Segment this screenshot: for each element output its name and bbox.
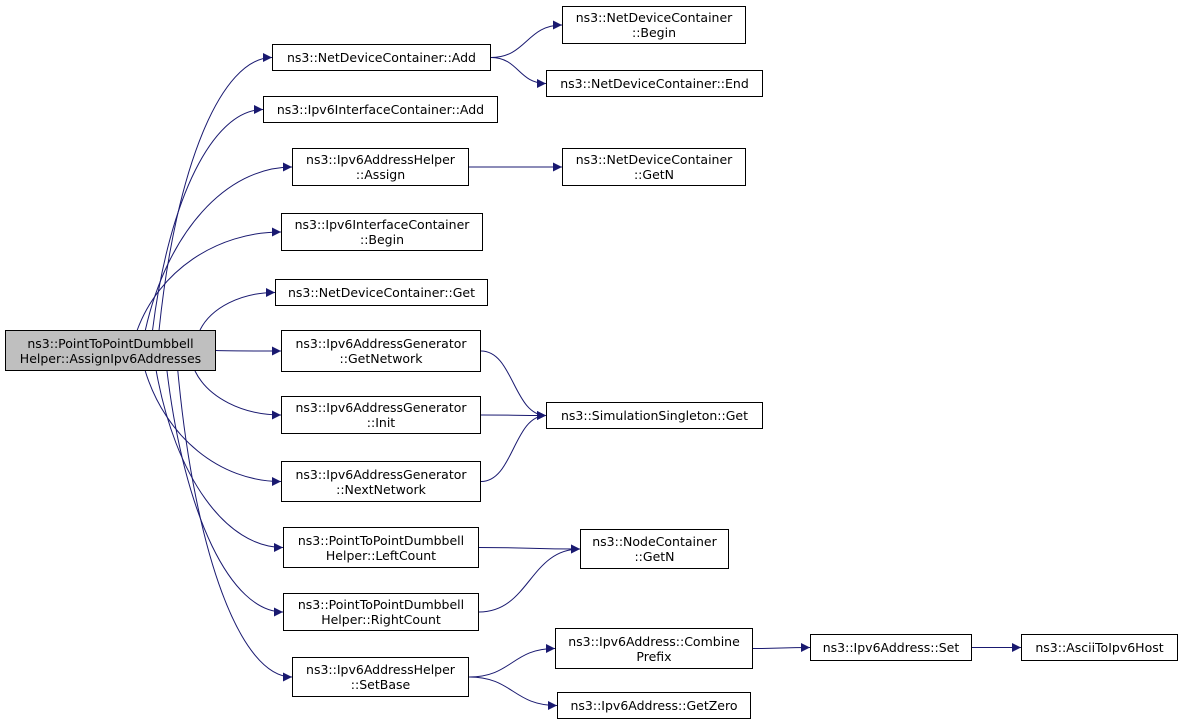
node-label-line: ns3::NodeContainer <box>592 534 717 549</box>
node-label-line: ns3::NetDeviceContainer <box>575 152 733 167</box>
node-label-line: ns3::Ipv6Address::Combine <box>568 633 740 649</box>
node-iag-getnetwork[interactable]: ns3::Ipv6AddressGenerator::GetNetwork <box>281 330 481 372</box>
node-iag-next[interactable]: ns3::Ipv6AddressGenerator::NextNetwork <box>281 461 481 502</box>
node-iah-setbase[interactable]: ns3::Ipv6AddressHelper::SetBase <box>292 657 469 697</box>
node-label-line: ::SetBase <box>350 677 411 692</box>
node-iag-init[interactable]: ns3::Ipv6AddressGenerator::Init <box>281 396 481 434</box>
node-label-line: ns3::AsciiToIpv6Host <box>1035 640 1164 655</box>
node-label-line: ns3::Ipv6AddressGenerator <box>295 466 467 482</box>
edge-root-to-ndc_add <box>158 53 273 331</box>
edge-root-to-iic_begin <box>136 227 282 331</box>
edge-iag_next-to-sim_get <box>480 411 547 482</box>
node-label-line: ns3::Ipv6InterfaceContainer <box>294 217 470 232</box>
node-label-line: ns3::Ipv6AddressGenerator <box>295 400 467 415</box>
node-label-line: ::Assign <box>355 167 406 182</box>
edge-left-to-nc_getn <box>478 544 581 554</box>
edge-root-to-iag_next <box>144 370 282 486</box>
node-nc-getn[interactable]: ns3::NodeContainer::GetN <box>580 529 729 569</box>
node-label-line: Prefix <box>636 648 672 664</box>
node-label-line: Helper::RightCount <box>321 612 441 627</box>
node-ndc-end[interactable]: ns3::NetDeviceContainer::End <box>546 70 763 97</box>
node-iah-assign[interactable]: ns3::Ipv6AddressHelper::Assign <box>292 148 469 186</box>
node-ndc-get[interactable]: ns3::NetDeviceContainer::Get <box>275 279 488 306</box>
node-label-line: ::GetN <box>633 167 675 182</box>
node-label-line: ::Begin <box>359 232 405 247</box>
edge-root-to-left <box>155 370 284 552</box>
edge-ndc_add-to-ndc_end <box>490 57 547 88</box>
node-label-line: ::NextNetwork <box>336 481 426 497</box>
node-label-line: Helper::AssignIpv6Addresses <box>19 350 202 366</box>
node-label-line: ns3::Ipv6Address::GetZero <box>570 698 738 713</box>
edge-root-to-right <box>166 370 284 617</box>
node-label-line: ::Begin <box>631 25 677 40</box>
node-label-line: ::GetN <box>634 549 675 564</box>
node-ndc-begin[interactable]: ns3::NetDeviceContainer::Begin <box>562 6 746 44</box>
edge-iag_getnetwork-to-sim_get <box>480 350 547 420</box>
edge-root-to-ndc_get <box>199 288 276 331</box>
node-label-line: ns3::Ipv6AddressGenerator <box>295 336 467 351</box>
node-label-line: ns3::Ipv6AddressHelper <box>306 152 455 167</box>
edge-root-to-iag_init <box>194 370 282 420</box>
node-label-line: Helper::LeftCount <box>325 547 437 563</box>
node-ia-set[interactable]: ns3::Ipv6Address::Set <box>810 634 972 661</box>
edge-root-to-iah_setbase <box>177 370 293 682</box>
node-sim-get[interactable]: ns3::SimulationSingleton::Get <box>546 402 763 429</box>
node-ia-getzero[interactable]: ns3::Ipv6Address::GetZero <box>557 692 751 719</box>
edge-iah_setbase-to-ia_combine <box>468 644 556 678</box>
node-label-line: ns3::Ipv6AddressHelper <box>306 662 455 677</box>
edge-root-to-iag_getnetwork <box>215 346 282 356</box>
edge-iah_setbase-to-ia_getzero <box>468 676 558 710</box>
node-ndc-getn[interactable]: ns3::NetDeviceContainer::GetN <box>562 148 746 186</box>
node-ascii[interactable]: ns3::AsciiToIpv6Host <box>1021 634 1178 661</box>
node-iic-add[interactable]: ns3::Ipv6InterfaceContainer::Add <box>263 96 498 123</box>
edge-ndc_add-to-ndc_begin <box>490 20 563 58</box>
node-label-line: ns3::NetDeviceContainer::Add <box>287 50 476 65</box>
node-label-line: ::GetNetwork <box>339 351 423 366</box>
node-label-line: ns3::PointToPointDumbbell <box>27 335 194 351</box>
edge-ia_combine-to-ia_set <box>752 643 811 653</box>
node-label-line: ns3::Ipv6Address::Set <box>822 640 960 655</box>
node-iic-begin[interactable]: ns3::Ipv6InterfaceContainer::Begin <box>281 213 483 251</box>
node-label-line: ns3::SimulationSingleton::Get <box>561 408 748 423</box>
node-label-line: ::Init <box>366 415 396 430</box>
node-label-line: ns3::NetDeviceContainer <box>575 10 733 25</box>
node-ndc-add[interactable]: ns3::NetDeviceContainer::Add <box>272 44 491 71</box>
node-label-line: ns3::PointToPointDumbbell <box>297 597 465 612</box>
edge-right-to-nc_getn <box>478 544 581 613</box>
edge-iag_init-to-sim_get <box>480 410 547 420</box>
node-label-line: ns3::NetDeviceContainer::Get <box>287 285 476 300</box>
node-label-line: ns3::Ipv6InterfaceContainer::Add <box>276 102 485 117</box>
edge-root-to-iic_add <box>152 105 264 331</box>
node-label-line: ns3::PointToPointDumbbell <box>297 532 465 548</box>
node-label-line: ns3::NetDeviceContainer::End <box>560 76 749 91</box>
